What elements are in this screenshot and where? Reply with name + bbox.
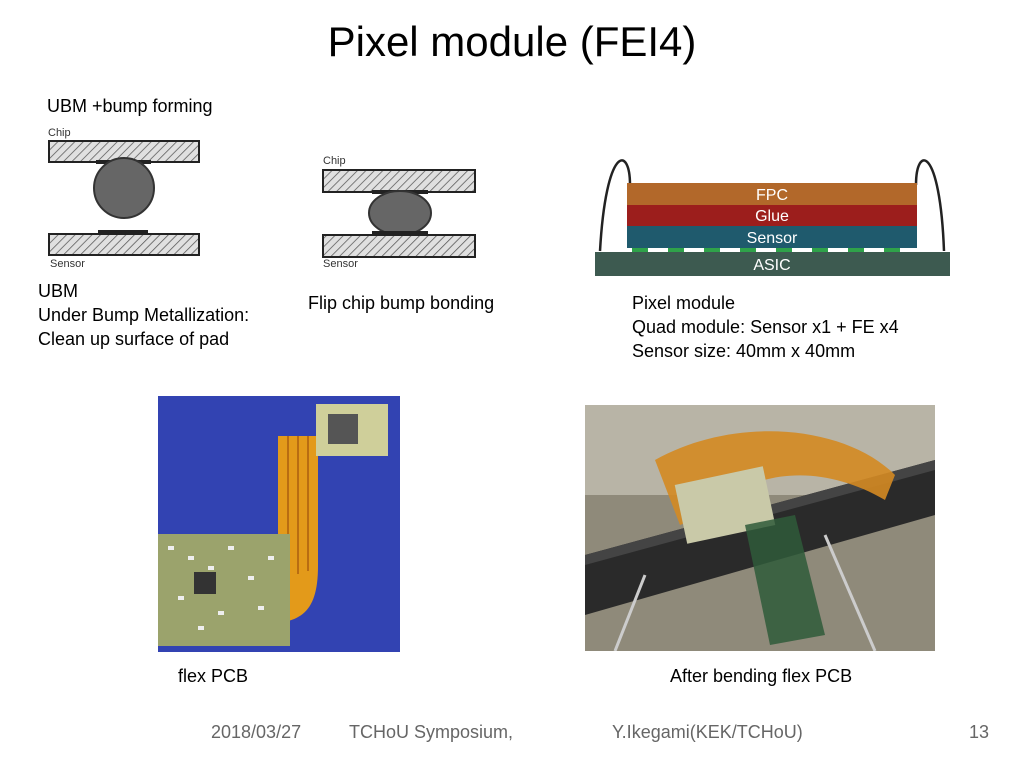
- ubm-caption-line: Under Bump Metallization:: [38, 305, 250, 325]
- layer-glue: [627, 205, 917, 226]
- flip-caption: Flip chip bump bonding: [308, 293, 495, 313]
- footer-event: TCHoU Symposium,: [349, 722, 514, 742]
- ubm-caption-line: Clean up surface of pad: [38, 329, 230, 349]
- stack-caption-line: Quad module: Sensor x1 + FE x4: [632, 317, 899, 337]
- module-stack-diagram: FPC Glue Sensor ASIC: [595, 159, 950, 276]
- layer-asic-label: ASIC: [753, 257, 790, 274]
- footer-date: 2018/03/27: [211, 722, 302, 742]
- flex-pcb-photo: [158, 396, 400, 652]
- stack-caption-line: Pixel module: [632, 293, 736, 313]
- layer-fpc-label: FPC: [756, 187, 788, 204]
- page-title: Pixel module (FEI4): [327, 18, 697, 65]
- layer-sensor: [627, 226, 917, 248]
- bent-flex-pcb-caption: After bending flex PCB: [670, 666, 853, 686]
- ubm-caption-line: UBM: [38, 281, 78, 301]
- footer-author: Y.Ikegami(KEK/TCHoU): [612, 722, 803, 742]
- ubm-chip-label: Chip: [48, 127, 71, 139]
- flip-chip-diagram: [322, 169, 476, 258]
- stack-caption: Pixel module Quad module: Sensor x1 + FE…: [632, 291, 899, 363]
- ubm-caption: UBM Under Bump Metallization: Clean up s…: [38, 279, 249, 351]
- layer-asic: [595, 252, 950, 276]
- layer-glue-label: Glue: [755, 208, 789, 225]
- ubm-bump-diagram: [48, 140, 200, 256]
- layer-fpc: [627, 183, 917, 205]
- page-number: 13: [969, 722, 990, 742]
- flip-sensor-label: Sensor: [323, 258, 358, 270]
- ubm-sensor-label: Sensor: [50, 258, 85, 270]
- layer-sensor-label: Sensor: [747, 230, 798, 247]
- bent-flex-pcb-photo: [585, 405, 935, 651]
- flex-pcb-caption: flex PCB: [178, 666, 249, 686]
- ubm-heading: UBM +bump forming: [47, 96, 213, 116]
- stack-caption-line: Sensor size: 40mm x 40mm: [632, 341, 856, 361]
- flip-chip-label: Chip: [323, 155, 346, 167]
